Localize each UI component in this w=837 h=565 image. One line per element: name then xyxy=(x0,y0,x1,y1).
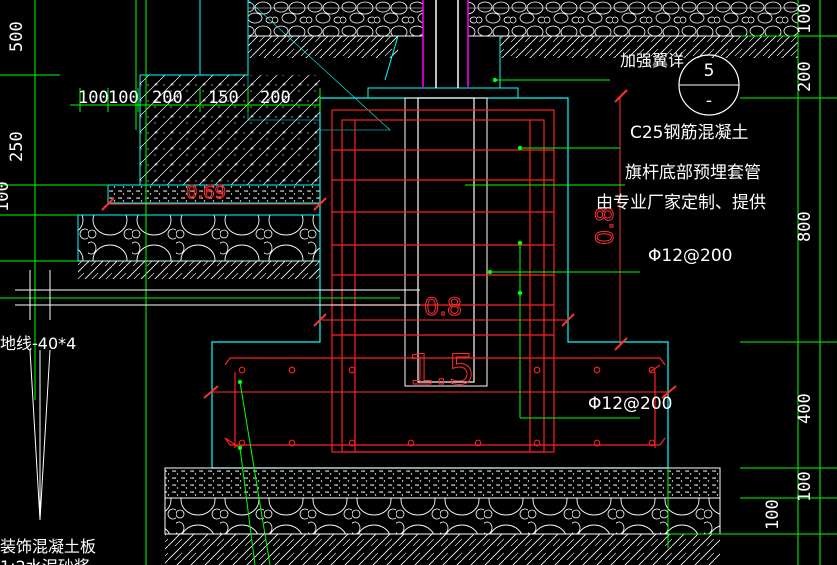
label-concrete: C25钢筋混凝土 xyxy=(630,123,749,143)
callout-number: 5 xyxy=(704,61,715,81)
label-sleeve-line1: 旗杆底部预埋套管 xyxy=(625,163,761,183)
right-dim-800: 800 xyxy=(795,211,815,242)
left-wall-section xyxy=(77,0,501,279)
label-sleeve-line2: 由专业厂家定制、提供 xyxy=(596,193,766,213)
elevation-label: 0.69 xyxy=(186,182,226,203)
label-rebar-upper: Φ12@200 xyxy=(648,246,732,266)
detail-callout: 5 - 加强翼详 xyxy=(620,51,740,116)
top-dimensions: 100 100 200 150 200 xyxy=(78,88,291,108)
top-dim-4: 150 xyxy=(208,88,239,108)
top-dim-1: 100 xyxy=(78,88,109,108)
top-dim-2: 100 xyxy=(108,88,139,108)
annotations: C25钢筋混凝土 旗杆底部预埋套管 由专业厂家定制、提供 Φ12@200 Φ12… xyxy=(588,123,766,414)
bottom-subbase xyxy=(164,467,721,565)
left-dimensions: 500 250 100 地线-40*4 装饰混凝土板 1:2水泥砂浆 xyxy=(0,21,96,565)
right-dim-200: 200 xyxy=(795,61,815,92)
callout-sheet: - xyxy=(706,91,712,111)
top-dim-5: 200 xyxy=(260,88,291,108)
center-dim-label: 1.5 xyxy=(408,345,475,394)
right-dim-100b: 100 xyxy=(795,471,815,502)
right-dim-100: 100 xyxy=(795,3,815,34)
left-dim-100: 100 xyxy=(0,181,13,212)
label-ground-wire: 地线-40*4 xyxy=(0,334,76,353)
bottom-dim-100: 100 xyxy=(763,499,783,530)
horizontal-dim-label: 0.8 xyxy=(424,293,462,321)
label-bottom-board: 装饰混凝土板 xyxy=(0,537,96,556)
label-rebar-lower: Φ12@200 xyxy=(588,394,672,414)
rebar-cage xyxy=(224,109,666,453)
right-dim-400: 400 xyxy=(795,393,815,424)
top-paving xyxy=(248,0,798,58)
ground-wire-lines xyxy=(15,270,420,521)
left-dim-250: 250 xyxy=(7,131,27,162)
left-dim-500: 500 xyxy=(7,21,27,52)
top-dim-3: 200 xyxy=(152,88,183,108)
red-dim-labels: 0.69 0.8 1.5 0.8 xyxy=(186,182,620,395)
red-dim-ticks xyxy=(101,89,677,399)
rebar-dots xyxy=(238,366,656,447)
callout-title: 加强翼详 xyxy=(620,51,684,70)
right-dimensions: 100 200 800 400 100 100 xyxy=(763,3,815,530)
flagpole-sleeve xyxy=(404,0,488,387)
label-bottom-mortar: 1:2水泥砂浆 xyxy=(0,557,90,565)
vertical-dim-label: 0.8 xyxy=(591,207,619,245)
